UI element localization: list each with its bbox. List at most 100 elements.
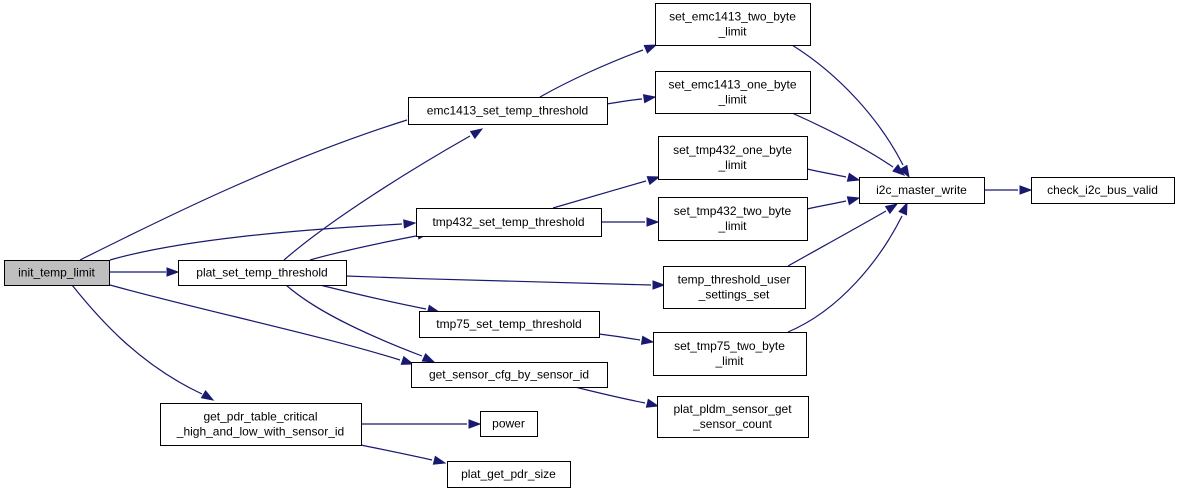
node-set_tmp432_one_byte_limit[interactable]: set_tmp432_one_byte_limit (658, 136, 808, 180)
node-label: init_temp_limit (18, 266, 95, 280)
node-label: plat_pldm_sensor_get (673, 402, 792, 416)
node-label: _limit (717, 219, 747, 233)
node-set_emc1413_one_byte_limit[interactable]: set_emc1413_one_byte_limit (655, 71, 811, 114)
node-box[interactable] (416, 208, 602, 237)
node-label: _sensor_count (692, 417, 772, 431)
node-box[interactable] (658, 197, 808, 241)
edge-arrowhead (432, 455, 447, 465)
node-box[interactable] (480, 411, 538, 437)
node-temp_threshold_user_settings_set[interactable]: temp_threshold_user_settings_set (663, 266, 806, 309)
edge-plat_set_temp_threshold-to-get_sensor_cfg_by_sensor_id (285, 284, 436, 363)
edge-arrowhead (643, 44, 658, 54)
node-label: set_emc1413_one_byte (668, 78, 796, 92)
node-box[interactable] (411, 362, 608, 388)
node-power[interactable]: power (480, 411, 538, 437)
edge-arrowhead (469, 128, 484, 140)
node-box[interactable] (447, 461, 571, 488)
edge-arrowhead (468, 419, 482, 429)
edge-arrowhead (1019, 185, 1033, 195)
edge-emc1413_set_temp_threshold-to-set_emc1413_one_byte_limit (606, 94, 657, 105)
edge-line (791, 112, 894, 168)
node-tmp432_set_temp_threshold[interactable]: tmp432_set_temp_threshold (416, 208, 602, 237)
edge-set_tmp432_one_byte_limit-to-i2c_master_write (806, 168, 861, 182)
edge-line (79, 119, 408, 261)
edge-line (598, 333, 641, 341)
edge-plat_set_temp_threshold-to-tmp75_set_temp_threshold (319, 284, 441, 314)
node-label: set_tmp75_two_byte (674, 339, 785, 353)
edge-arrowhead (642, 94, 657, 104)
edge-i2c_master_write-to-check_i2c_bus_valid (984, 185, 1033, 195)
edge-arrowhead (892, 164, 906, 176)
node-plat_pldm_sensor_get_sensor_count[interactable]: plat_pldm_sensor_get_sensor_count (657, 396, 809, 438)
edge-line (285, 284, 423, 357)
node-init_temp_limit[interactable]: init_temp_limit (4, 260, 110, 286)
node-box[interactable] (653, 332, 807, 376)
edge-get_sensor_cfg_by_sensor_id-to-plat_pldm_sensor_get_sensor_count (574, 386, 660, 408)
node-tmp75_set_temp_threshold[interactable]: tmp75_set_temp_threshold (419, 311, 600, 338)
node-box[interactable] (658, 136, 808, 180)
edge-line (539, 49, 644, 98)
node-plat_get_pdr_size[interactable]: plat_get_pdr_size (447, 461, 571, 488)
node-box[interactable] (655, 71, 811, 114)
node-check_i2c_bus_valid[interactable]: check_i2c_bus_valid (1031, 177, 1175, 204)
node-box[interactable] (160, 403, 362, 446)
node-box[interactable] (419, 311, 600, 338)
edge-arrowhead (899, 164, 910, 179)
edge-line (309, 235, 417, 261)
edge-arrowhead (166, 267, 180, 277)
node-emc1413_set_temp_threshold[interactable]: emc1413_set_temp_threshold (408, 97, 608, 125)
edge-get_pdr_table_critical-to-power (361, 419, 482, 429)
edge-set_emc1413_two_byte_limit-to-i2c_master_write (791, 44, 910, 179)
node-label: _settings_set (698, 288, 770, 302)
edge-arrowhead (646, 217, 660, 227)
edge-line (806, 168, 847, 178)
edge-line (791, 44, 904, 166)
edge-line (109, 284, 401, 361)
node-label: tmp432_set_temp_threshold (432, 215, 584, 229)
node-box[interactable] (1031, 177, 1175, 204)
edge-tmp432_set_temp_threshold-to-set_tmp432_two_byte_limit (601, 217, 660, 227)
edge-arrowhead (846, 172, 861, 182)
node-box[interactable] (4, 260, 110, 286)
edge-init_temp_limit-to-tmp432_set_temp_threshold (109, 219, 417, 261)
call-graph-nodes: init_temp_limit plat_set_temp_thresholdge… (4, 3, 1175, 488)
edge-line (283, 135, 471, 261)
edge-plat_set_temp_threshold-to-emc1413_set_temp_threshold (283, 128, 484, 261)
edge-arrowhead (652, 280, 666, 290)
node-label: _limit (717, 93, 747, 107)
edge-line (787, 210, 887, 267)
node-set_tmp432_two_byte_limit[interactable]: set_tmp432_two_byte_limit (658, 197, 808, 241)
edge-arrowhead (898, 201, 908, 216)
node-set_tmp75_two_byte_limit[interactable]: set_tmp75_two_byte_limit (653, 332, 807, 376)
node-label: set_tmp432_two_byte (674, 204, 792, 218)
edge-set_tmp432_two_byte_limit-to-i2c_master_write (806, 196, 861, 210)
node-box[interactable] (859, 177, 985, 204)
node-box[interactable] (408, 97, 608, 125)
edge-plat_set_temp_threshold-to-tmp432_set_temp_threshold (309, 230, 431, 261)
node-box[interactable] (178, 260, 347, 286)
node-set_emc1413_two_byte_limit[interactable]: set_emc1413_two_byte_limit (655, 3, 811, 46)
node-label: check_i2c_bus_valid (1047, 183, 1158, 197)
node-label: tmp75_set_temp_threshold (436, 317, 581, 331)
node-plat_set_temp_threshold[interactable]: plat_set_temp_threshold (178, 260, 347, 286)
node-box[interactable] (663, 266, 806, 309)
edge-line (360, 444, 433, 461)
node-get_sensor_cfg_by_sensor_id[interactable]: get_sensor_cfg_by_sensor_id (411, 362, 608, 388)
edge-get_pdr_table_critical-to-plat_get_pdr_size (360, 444, 447, 465)
edge-line (787, 215, 903, 333)
edge-arrowhead (640, 335, 655, 345)
node-get_pdr_table_critical[interactable]: get_pdr_table_critical_high_and_low_with… (160, 403, 362, 446)
node-box[interactable] (655, 3, 811, 46)
node-i2c_master_write[interactable]: i2c_master_write (859, 177, 985, 204)
node-label: plat_set_temp_threshold (196, 266, 327, 280)
edge-line (71, 284, 203, 395)
node-label: emc1413_set_temp_threshold (427, 104, 588, 118)
node-box[interactable] (657, 396, 809, 438)
node-label: _high_and_low_with_sensor_id (176, 425, 344, 439)
edge-arrowhead (200, 390, 215, 401)
edge-line (552, 180, 647, 209)
node-label: _limit (717, 158, 747, 172)
node-label: _limit (717, 25, 747, 39)
edge-arrowhead (884, 203, 899, 215)
node-label: power (492, 417, 525, 431)
